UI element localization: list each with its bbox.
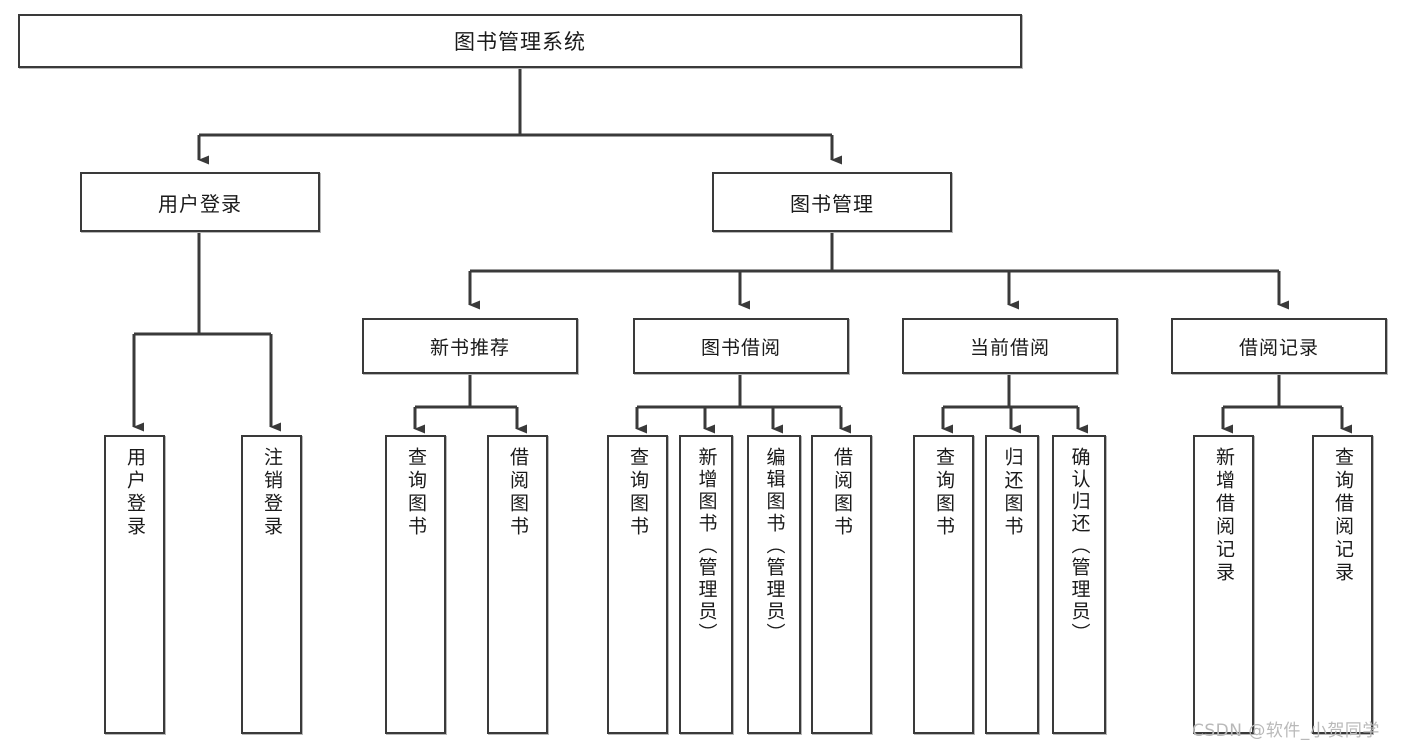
node-book-borrow-label: 图书借阅 — [700, 336, 781, 359]
leaf-br-add-record[interactable]: 新增借阅记录 — [1193, 435, 1254, 734]
leaf-br-query-record[interactable]: 查询借阅记录 — [1312, 435, 1373, 734]
csdn-watermark: CSDN @软件_小贺同学 — [1192, 721, 1380, 741]
leaf-bb-query-book[interactable]: 查询图书 — [607, 435, 668, 734]
node-book-manage[interactable]: 图书管理 — [712, 172, 952, 232]
leaf-bb-add-book[interactable]: 新增图书（管理员） — [679, 435, 733, 734]
leaf-bb-query-book-label: 查询图书 — [627, 447, 649, 539]
leaf-bb-edit-book[interactable]: 编辑图书（管理员） — [747, 435, 801, 734]
leaf-nb-query-book-label: 查询图书 — [405, 447, 427, 539]
node-current-borrow[interactable]: 当前借阅 — [902, 318, 1118, 374]
node-user-login[interactable]: 用户登录 — [80, 172, 320, 232]
leaf-bb-borrow-book[interactable]: 借阅图书 — [811, 435, 872, 734]
leaf-cb-confirm-return-label: 确认归还（管理员） — [1068, 447, 1091, 645]
leaf-br-add-record-label: 新增借阅记录 — [1213, 447, 1235, 585]
leaf-cb-return-book-label: 归还图书 — [1001, 447, 1024, 539]
leaf-bb-edit-book-label: 编辑图书（管理员） — [763, 447, 786, 645]
leaf-logout-label: 注销登录 — [261, 447, 283, 539]
node-book-borrow[interactable]: 图书借阅 — [633, 318, 849, 374]
node-user-login-label: 用户登录 — [158, 191, 242, 216]
leaf-user-login-label: 用户登录 — [124, 447, 146, 539]
node-root[interactable]: 图书管理系统 — [18, 14, 1022, 68]
node-root-label: 图书管理系统 — [454, 30, 586, 54]
node-current-borrow-label: 当前借阅 — [969, 336, 1050, 359]
leaf-bb-add-book-label: 新增图书（管理员） — [695, 447, 718, 645]
leaf-logout[interactable]: 注销登录 — [241, 435, 302, 734]
leaf-cb-return-book[interactable]: 归还图书 — [985, 435, 1039, 734]
leaf-cb-confirm-return[interactable]: 确认归还（管理员） — [1052, 435, 1106, 734]
node-book-manage-label: 图书管理 — [790, 191, 874, 216]
leaf-user-login[interactable]: 用户登录 — [104, 435, 165, 734]
node-borrow-record-label: 借阅记录 — [1238, 336, 1319, 359]
node-new-book-label: 新书推荐 — [429, 336, 510, 359]
leaf-cb-query-book[interactable]: 查询图书 — [913, 435, 974, 734]
leaf-nb-query-book[interactable]: 查询图书 — [385, 435, 446, 734]
leaf-bb-borrow-book-label: 借阅图书 — [831, 447, 853, 539]
leaf-cb-query-book-label: 查询图书 — [933, 447, 955, 539]
leaf-br-query-record-label: 查询借阅记录 — [1332, 447, 1354, 585]
node-new-book[interactable]: 新书推荐 — [362, 318, 578, 374]
leaf-nb-borrow-book[interactable]: 借阅图书 — [487, 435, 548, 734]
node-borrow-record[interactable]: 借阅记录 — [1171, 318, 1387, 374]
leaf-nb-borrow-book-label: 借阅图书 — [507, 447, 529, 539]
